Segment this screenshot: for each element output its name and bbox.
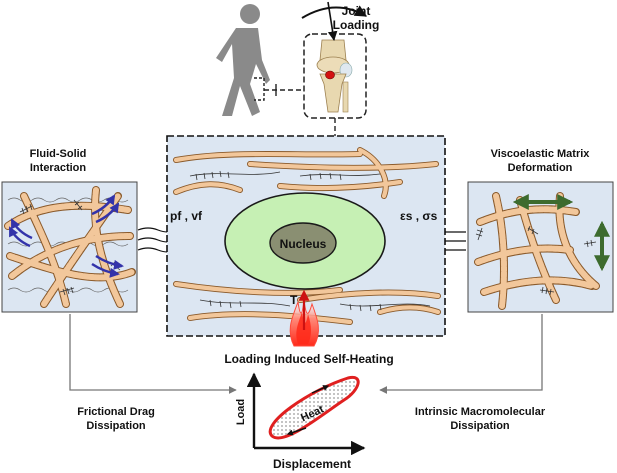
intrinsic-dissipation-label-line2: Dissipation <box>450 420 510 432</box>
fluid-solid-label-line1: Fluid-Solid <box>30 148 87 160</box>
nucleus-label: Nucleus <box>280 237 327 251</box>
load-axis-label: Load <box>235 399 247 425</box>
fluid-symbols-label: pf , vf <box>170 209 203 223</box>
viscoelastic-label-line2: Deformation <box>508 162 573 174</box>
strain-stress-symbols-label: εs , σs <box>400 209 438 223</box>
proteoglycan-chains-center <box>189 170 431 312</box>
knee-callout-bracket <box>254 77 302 101</box>
nucleus <box>269 222 337 264</box>
loading-arrow <box>327 1 338 41</box>
right-dissipation-connector <box>379 314 543 394</box>
joint-loading-label-line2: Loading <box>333 18 380 32</box>
curved-arrow-icon <box>301 5 368 19</box>
proteoglycan-brushes-right <box>475 225 597 296</box>
temperature-symbol: T <box>290 293 298 307</box>
self-heating-label: Loading Induced Self-Heating <box>224 352 393 366</box>
loop-arrow-upper <box>311 385 330 394</box>
walking-person-icon <box>216 4 270 116</box>
viscoelastic-label-line1: Viscoelastic Matrix <box>491 148 591 160</box>
collagen-fibers-center <box>173 147 441 325</box>
joint-loading-label-line1: Joint <box>342 4 371 18</box>
knee-joint-icon <box>316 39 353 113</box>
left-dissipation-connector <box>69 314 237 394</box>
hysteresis-plot: Heat Load Displacement <box>235 372 366 471</box>
fluid-solid-label-line2: Interaction <box>30 162 87 174</box>
displacement-axis-label: Displacement <box>273 457 351 471</box>
loop-arrow-lower <box>286 427 307 436</box>
intrinsic-dissipation-label-line1: Intrinsic Macromolecular <box>415 406 546 418</box>
fluid-flow-arrows <box>8 194 124 278</box>
frictional-drag-label-line1: Frictional Drag <box>77 406 155 418</box>
frictional-drag-label-line2: Dissipation <box>86 420 146 432</box>
